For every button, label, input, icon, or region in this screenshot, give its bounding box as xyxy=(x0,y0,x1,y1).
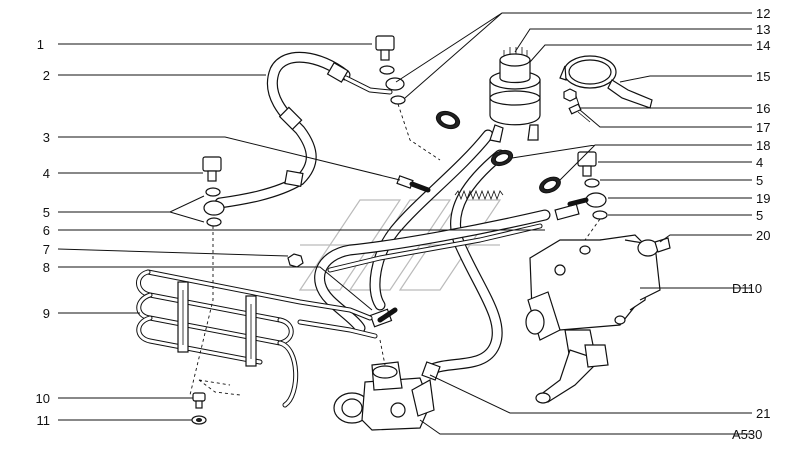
steering-gear-D110 xyxy=(525,234,671,404)
label-18: 18 xyxy=(756,138,770,153)
pipe-6 xyxy=(327,223,543,273)
labels-left: 1 2 3 4 5 6 7 8 9 10 11 xyxy=(36,37,50,428)
label-1: 1 xyxy=(37,37,44,52)
reservoir xyxy=(489,47,541,143)
banjo-bolt-1 xyxy=(375,35,406,105)
hose-clamps xyxy=(435,110,561,194)
label-6: 6 xyxy=(43,223,50,238)
label-2: 2 xyxy=(43,68,50,83)
oil-cooler-9 xyxy=(136,269,378,408)
pump-A530 xyxy=(333,361,435,431)
fitting-8 xyxy=(369,307,398,328)
label-5: 5 xyxy=(43,205,50,220)
label-16: 16 xyxy=(756,101,770,116)
labels-right: 12 13 14 15 16 17 18 4 5 19 5 20 D110 21… xyxy=(732,6,770,442)
banjo-bolt-4-left xyxy=(202,156,225,227)
nut-7 xyxy=(287,253,304,268)
bracket-15 xyxy=(559,55,653,109)
spring-clamp-3 xyxy=(396,175,504,201)
assembly-lines xyxy=(189,103,601,396)
label-3: 3 xyxy=(43,130,50,145)
label-10: 10 xyxy=(36,391,50,406)
hose-2 xyxy=(214,51,393,209)
bolts-16-17 xyxy=(563,88,591,123)
label-20: 20 xyxy=(756,228,770,243)
label-14: 14 xyxy=(756,38,770,53)
label-5c: 5 xyxy=(756,208,763,223)
label-D110: D110 xyxy=(732,281,762,296)
hose-21 xyxy=(421,149,506,381)
label-4b: 4 xyxy=(756,155,763,170)
label-11: 11 xyxy=(37,413,51,428)
label-15: 15 xyxy=(756,69,770,84)
label-A530: A530 xyxy=(732,427,762,442)
label-7: 7 xyxy=(43,242,50,257)
label-13: 13 xyxy=(756,22,770,37)
label-19: 19 xyxy=(756,191,770,206)
label-5b: 5 xyxy=(756,173,763,188)
leader-lines xyxy=(57,12,752,435)
label-8: 8 xyxy=(43,260,50,275)
label-9: 9 xyxy=(43,306,50,321)
bolt-10 xyxy=(192,392,206,409)
label-17: 17 xyxy=(756,120,770,135)
label-4: 4 xyxy=(43,166,50,181)
label-21: 21 xyxy=(756,406,770,421)
banjo-bolt-4-right xyxy=(567,151,608,220)
label-12: 12 xyxy=(756,6,770,21)
washer-11 xyxy=(191,415,207,425)
